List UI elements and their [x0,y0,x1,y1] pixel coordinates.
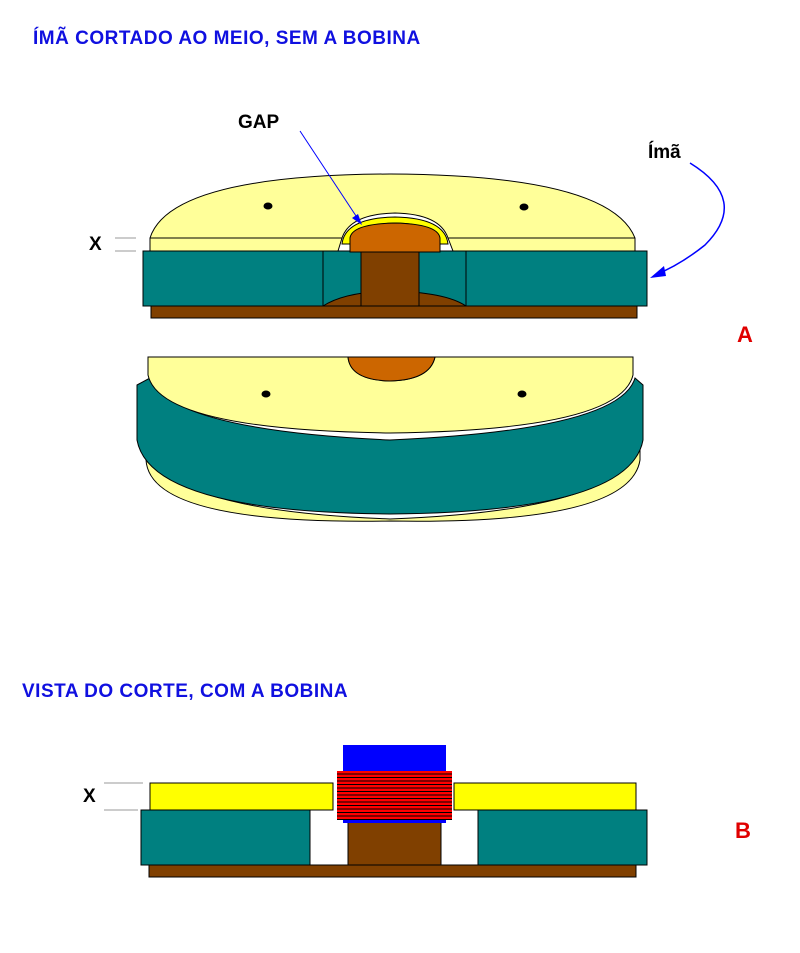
x-dimension-bottom [104,782,143,811]
hole-left-half [261,390,271,398]
magnet-ring-left [142,250,324,307]
magnet-left-b [140,809,311,866]
pole-cap [349,222,441,253]
magnet-ring-right [465,250,648,307]
magnet-half [136,356,644,522]
base-plate [150,305,638,319]
label-x-top: X [89,234,102,255]
title-bottom: VISTA DO CORTE, COM A BOBINA [22,681,349,702]
hole-right [519,203,529,211]
x-dimension-top [115,237,136,252]
figure-label-b: B [735,818,751,843]
label-x-bottom: X [83,786,96,807]
label-gap: GAP [238,112,280,133]
base-plate-b [148,864,637,878]
gap-arrowhead [352,214,362,225]
figure-label-a: A [737,322,753,347]
ima-arrowhead [650,266,666,278]
pole-piece [360,250,420,307]
magnet-cutaway [142,173,648,319]
magnet-ring-half [136,377,644,515]
title-top: ÍMÃ CORTADO AO MEIO, SEM A BOBINA [33,28,421,49]
pole-cap-half [347,356,436,382]
top-plate-right-b [453,782,637,811]
hole-right-half [517,390,527,398]
ima-arrow [654,162,725,276]
gap-arrow [299,130,361,223]
top-plate [149,173,636,252]
pole-piece-b [347,821,442,866]
top-plate-left-b [149,782,334,811]
magnet-right-b [477,809,648,866]
voice-coil [337,771,452,820]
hole-left [263,202,273,210]
label-ima: Ímã [648,142,681,163]
